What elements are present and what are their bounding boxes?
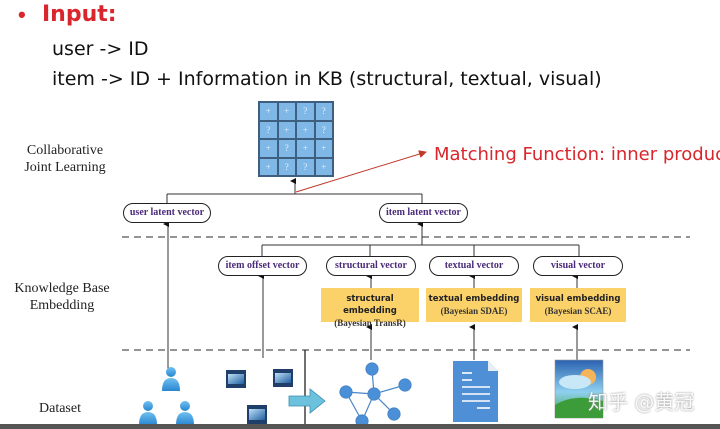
- document-icon: [453, 361, 498, 422]
- matrix-cell: +: [314, 157, 333, 176]
- matrix-cell: ?: [296, 102, 315, 121]
- image-icon: [554, 359, 604, 419]
- bullet-marker: •: [18, 2, 26, 27]
- visual-vector-node: visual vector: [533, 256, 623, 276]
- matching-function-annotation: Matching Function: inner produc: [434, 144, 720, 165]
- structural-embedding-box: structural embedding (Bayesian TransR): [321, 288, 419, 328]
- user-icon: [176, 401, 194, 425]
- watermark: 知乎 @黄冠: [588, 390, 695, 414]
- matrix-cell: ?: [296, 157, 315, 176]
- layer-label-collaborative: Collaborative Joint Learning: [10, 142, 120, 176]
- matrix-cell: +: [296, 120, 315, 139]
- embedding-title: visual embedding: [535, 294, 621, 304]
- item-offset-vector-node: item offset vector: [218, 256, 307, 276]
- matrix-cell: ?: [314, 102, 333, 121]
- movie-icon: [247, 405, 267, 424]
- matrix-cell: +: [277, 120, 296, 139]
- knowledge-graph-icon: [339, 362, 412, 428]
- matrix-cell: +: [296, 139, 315, 158]
- flow-arrow-icon: [288, 388, 326, 414]
- matrix-cell: +: [259, 157, 278, 176]
- layer-label-kb-embedding: Knowledge Base Embedding: [2, 280, 122, 314]
- matrix-cell: +: [259, 102, 278, 121]
- user-icon: [139, 401, 157, 425]
- user-icon: [162, 367, 180, 391]
- matrix-cell: +: [259, 139, 278, 158]
- input-item-line: item -> ID + Information in KB (structur…: [52, 68, 602, 90]
- embedding-method: (Bayesian SCAE): [544, 306, 612, 316]
- layer-label-dataset: Dataset: [39, 401, 81, 416]
- embedding-method: (Bayesian SDAE): [440, 306, 508, 316]
- user-latent-vector-node: user latent vector: [123, 203, 211, 223]
- bottom-bar: [0, 424, 720, 429]
- input-user-line: user -> ID: [52, 38, 149, 60]
- matrix-cell: +: [277, 102, 296, 121]
- matrix-cell: ?: [277, 157, 296, 176]
- movie-icon: [273, 369, 293, 387]
- matrix-cell: ?: [259, 120, 278, 139]
- visual-embedding-box: visual embedding (Bayesian SCAE): [530, 288, 626, 322]
- structural-vector-node: structural vector: [326, 256, 416, 276]
- annotation-arrow: [295, 150, 427, 193]
- matrix-cell: ?: [314, 120, 333, 139]
- layer-label-line: Collaborative: [26, 143, 104, 158]
- item-latent-vector-node: item latent vector: [379, 203, 468, 223]
- embedding-title: structural embedding: [343, 294, 397, 316]
- rating-matrix: ++???++?+?+++??+: [258, 101, 334, 177]
- layer-label-line: Embedding: [29, 298, 95, 313]
- layer-label-line: Joint Learning: [24, 160, 106, 175]
- matrix-cell: +: [314, 139, 333, 158]
- slide-heading: Input:: [42, 2, 117, 27]
- matrix-cell: ?: [277, 139, 296, 158]
- textual-embedding-box: textual embedding (Bayesian SDAE): [426, 288, 522, 322]
- layer-label-line: Knowledge Base: [14, 281, 110, 296]
- movie-icon: [226, 370, 246, 388]
- embedding-title: textual embedding: [428, 294, 520, 304]
- embedding-method: (Bayesian TransR): [334, 318, 406, 328]
- textual-vector-node: textual vector: [429, 256, 519, 276]
